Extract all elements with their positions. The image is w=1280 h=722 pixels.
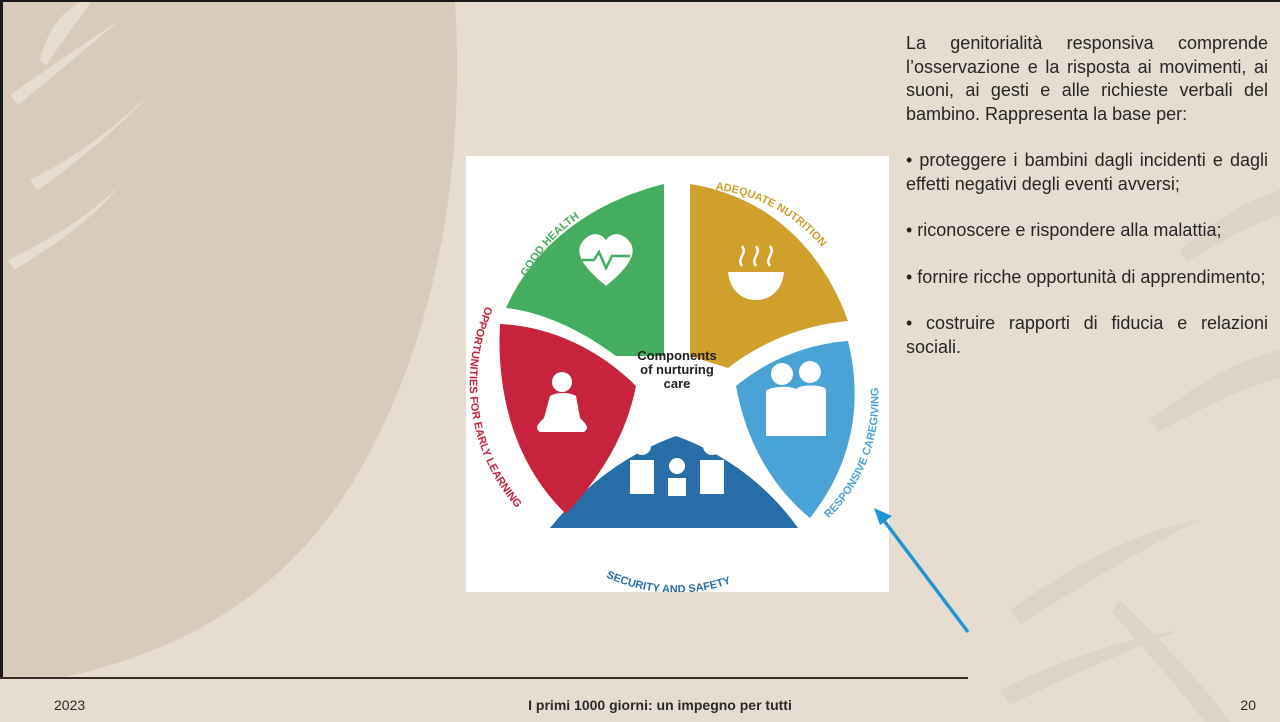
good-health-segment [506,184,664,356]
intro-paragraph: La genitorialità responsiva comprende l’… [906,33,1268,124]
steaming-bowl-icon [728,245,784,300]
parents-with-baby-icon [766,361,826,436]
bullet-item: • proteggere i bambini dagli incidenti e… [906,150,1268,194]
footer-title: I primi 1000 giorni: un impegno per tutt… [528,697,792,713]
footer-divider [0,677,968,679]
leaf-branch-icon [8,0,150,270]
background-arc [0,0,458,678]
bullet-item: • fornire ricche opportunità di apprendi… [906,266,1266,287]
center-title-line3: care [664,376,691,391]
body-text: La genitorialità responsiva comprende l’… [906,32,1268,382]
nurturing-care-diagram: Components of nurturing care GOOD HEALTH… [467,181,882,596]
leaf-branch-right-icon [1000,190,1280,722]
bullet-item: • riconoscere e rispondere alla malattia… [906,220,1222,240]
heart-pulse-icon [579,234,633,286]
nurturing-care-figure: Components of nurturing care GOOD HEALTH… [466,156,889,596]
label-security-and-safety: SECURITY AND SAFETY [605,569,733,592]
slide-left-border [0,0,3,678]
center-title-line2: of nurturing [640,362,714,377]
slide-top-border [0,0,1280,2]
family-shelter-icon [630,437,724,496]
page-number: 20 [1240,697,1256,713]
footer-year: 2023 [54,697,86,713]
center-title-line1: Components [637,348,716,363]
bullet-item: • costruire rapporti di fiducia e relazi… [906,313,1268,357]
child-playing-icon [537,372,587,432]
